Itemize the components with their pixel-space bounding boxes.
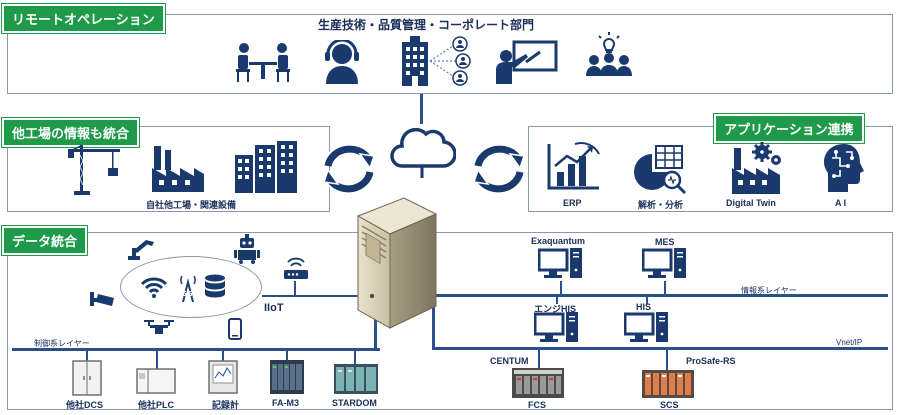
headset-operator-icon [325, 40, 359, 84]
data-integration-tag: データ統合 [2, 226, 88, 255]
mes-link [664, 281, 666, 295]
server-control-link [374, 318, 377, 350]
exaquantum-label: Exaquantum [531, 236, 586, 246]
presentation-icon [496, 40, 558, 84]
device-label-stardom: STARDOM [332, 398, 377, 408]
device-link-recorder [222, 350, 224, 362]
app-label-analytics: 解析・分析 [638, 200, 684, 210]
scs-cabinet-icon [642, 370, 694, 398]
centum-label: CENTUM [490, 356, 529, 366]
sync-arrows-icon-left [322, 143, 376, 195]
city-buildings-icon [235, 141, 297, 193]
factory-icon [152, 146, 204, 192]
recorder-icon [208, 360, 238, 394]
server-icon [356, 197, 438, 329]
crane-icon [68, 145, 120, 195]
idea-group-icon [586, 32, 632, 76]
other-factory-caption: 自社他工場・関連設備 [146, 200, 237, 210]
app-label-erp: ERP [563, 198, 582, 208]
device-link-dcs [86, 350, 88, 362]
5g-antenna-icon: 5G [180, 275, 196, 302]
vnet-label: Vnet/IP [836, 338, 863, 347]
device-label-plc: 他社PLC [138, 400, 175, 410]
his-info-link [646, 296, 648, 304]
device-link-fam3 [286, 350, 288, 362]
remote-cloud-link [420, 94, 423, 124]
exaquantum-link [560, 281, 562, 295]
server-vnet-link [432, 294, 435, 349]
smartphone-icon [228, 318, 242, 340]
mes-pc-icon [642, 248, 686, 278]
engi-his-label: エンジHIS [534, 304, 577, 314]
device-label-dcs: 他社DCS [66, 400, 104, 410]
robot-icon [234, 234, 260, 264]
engi-his-pc-icon [534, 312, 578, 342]
erp-chart-icon [547, 142, 600, 190]
fcs-link [538, 349, 540, 369]
device-label-fam3: FA-M3 [272, 398, 299, 408]
wifi-icon [140, 277, 168, 298]
app-label-digital-twin: Digital Twin [726, 198, 776, 208]
prosafe-label: ProSafe-RS [686, 356, 736, 366]
meeting-icon [236, 43, 290, 82]
other-dcs-icon [72, 360, 102, 396]
iot-wireless-ellipse [120, 256, 262, 318]
svg-text:5G: 5G [182, 290, 193, 298]
control-layer-label: 制御系レイヤー [34, 339, 90, 348]
iiot-router-icon [284, 257, 308, 279]
digital-twin-icon [732, 142, 781, 194]
fa-m3-icon [270, 360, 304, 394]
mes-label: MES [655, 237, 675, 247]
device-label-recorder: 記録計 [212, 400, 240, 410]
server-left-bus [262, 295, 358, 297]
control-layer-line [12, 348, 380, 351]
vnet-line [432, 347, 888, 350]
info-layer-line [432, 294, 888, 297]
fcs-cabinet-icon [512, 368, 564, 398]
engi-his-info-link [556, 296, 558, 304]
robot-arm-icon [128, 240, 154, 260]
device-link-plc [156, 350, 158, 370]
sync-arrows-icon-right [472, 143, 526, 195]
database-icon [205, 274, 225, 298]
exaquantum-pc-icon [538, 248, 582, 278]
other-factory-tag: 他工場の情報も統合 [2, 118, 140, 147]
device-link-stardom [354, 350, 356, 366]
iiot-router-link [294, 281, 296, 296]
his-label: HIS [636, 302, 652, 312]
camera-icon [90, 292, 114, 306]
his-pc-icon [624, 312, 668, 342]
drone-icon [144, 320, 174, 334]
building-network-icon [402, 36, 471, 86]
stardom-icon [334, 364, 378, 394]
ai-head-icon [824, 144, 864, 192]
other-plc-icon [136, 368, 176, 394]
app-label-ai: A I [835, 198, 847, 208]
cloud-icon [390, 127, 456, 178]
info-layer-label: 情報系レイヤー [741, 286, 797, 295]
fcs-label: FCS [528, 400, 546, 410]
iiot-label: IIoT [264, 302, 284, 314]
analytics-icon [634, 145, 687, 194]
departments-heading: 生産技術・品質管理・コーポレート部門 [318, 18, 535, 32]
application-tag: アプリケーション連携 [714, 114, 864, 143]
scs-label: SCS [660, 400, 679, 410]
scs-link [666, 349, 668, 371]
remote-operation-tag: リモートオペレーション [2, 4, 165, 33]
